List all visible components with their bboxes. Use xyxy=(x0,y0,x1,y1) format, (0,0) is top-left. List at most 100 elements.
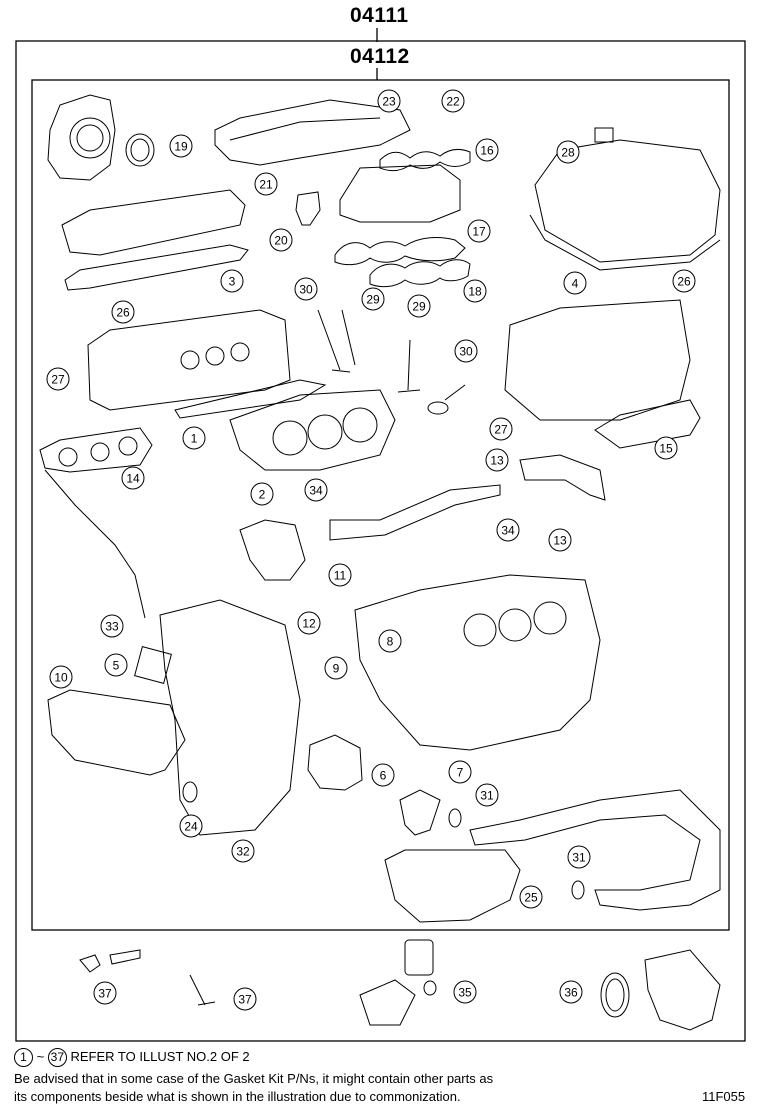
part-drawings xyxy=(39,94,721,1031)
callout-17: 17 xyxy=(467,219,491,243)
callout-number: 31 xyxy=(480,789,494,803)
callout-number: 30 xyxy=(299,283,313,297)
callout-circle xyxy=(407,294,431,318)
callout-7: 7 xyxy=(448,760,472,784)
callout-13: 13 xyxy=(485,448,509,472)
callout-circle xyxy=(231,839,255,863)
callout-33: 33 xyxy=(100,614,124,638)
cylinder-head-left-drawing xyxy=(87,309,291,411)
callout-circle xyxy=(104,653,128,677)
callout-number: 15 xyxy=(659,442,673,456)
callout-24: 24 xyxy=(179,814,203,838)
callout-25: 25 xyxy=(519,885,543,909)
callout-circle xyxy=(654,436,678,460)
callout-1: 1 xyxy=(182,426,206,450)
callout-30: 30 xyxy=(454,339,478,363)
part-18-drawing xyxy=(369,259,471,288)
callout-circle xyxy=(672,269,696,293)
bolt-37-drawing xyxy=(79,954,101,973)
figure-code: 11F055 xyxy=(702,1089,746,1104)
callout-circle xyxy=(454,339,478,363)
callout-circle xyxy=(269,228,293,252)
part-17-drawing xyxy=(334,237,466,266)
callout-number: 27 xyxy=(51,373,65,387)
callout-number: 24 xyxy=(184,820,198,834)
callout-circle xyxy=(121,466,145,490)
callout-number: 23 xyxy=(382,95,396,109)
callout-circle xyxy=(169,134,193,158)
callout-number: 16 xyxy=(480,144,494,158)
inner-kit-frame xyxy=(31,79,730,931)
callout-number: 28 xyxy=(561,146,575,160)
callout-27: 27 xyxy=(489,417,513,441)
callout-number: 25 xyxy=(524,891,538,905)
part-31-drawing xyxy=(448,808,462,828)
timing-cover-drawing xyxy=(159,599,301,836)
callout-26: 26 xyxy=(672,269,696,293)
callout-number: 37 xyxy=(238,993,252,1007)
callout-number: 1 xyxy=(191,432,198,446)
part-4-drawing xyxy=(529,214,721,271)
callout-number: 20 xyxy=(274,234,288,248)
valve-cover-right-drawing xyxy=(534,139,721,263)
callout-number: 3 xyxy=(229,275,236,289)
callout-2: 2 xyxy=(250,482,274,506)
callout-29: 29 xyxy=(407,294,431,318)
callout-number: 2 xyxy=(259,488,266,502)
callout-circle xyxy=(475,783,499,807)
callout-34: 34 xyxy=(496,518,520,542)
callout-number: 13 xyxy=(490,454,504,468)
callout-15: 15 xyxy=(654,436,678,460)
callout-number: 10 xyxy=(54,671,68,685)
callout-26: 26 xyxy=(111,300,135,324)
valve-30-drawing xyxy=(317,309,351,373)
callout-14: 14 xyxy=(121,466,145,490)
part-16-drawing xyxy=(379,148,471,172)
callout-circle xyxy=(250,482,274,506)
callout-37: 37 xyxy=(233,987,257,1011)
callout-number: 30 xyxy=(459,345,473,359)
valve-29-drawing xyxy=(397,339,421,393)
callout-number: 13 xyxy=(553,534,567,548)
oil-pan-drawing xyxy=(384,849,521,923)
callout-circle xyxy=(49,665,73,689)
callout-circle xyxy=(182,426,206,450)
callout-circle xyxy=(179,814,203,838)
callout-circle xyxy=(463,279,487,303)
dipstick-drawing xyxy=(44,469,146,619)
callout-number: 17 xyxy=(472,225,486,239)
callout-circle xyxy=(328,563,352,587)
range-end-marker: 37 xyxy=(47,1048,67,1067)
part-5-drawing xyxy=(134,646,172,684)
part-10-drawing xyxy=(47,689,186,776)
exhaust-pipe-drawing xyxy=(469,789,721,911)
callout-circle xyxy=(46,367,70,391)
callout-27: 27 xyxy=(46,367,70,391)
refer-text: REFER TO ILLUST NO.2 OF 2 xyxy=(70,1048,250,1064)
callout-circle xyxy=(111,300,135,324)
callout-number: 14 xyxy=(126,472,140,486)
callout-circle xyxy=(304,478,328,502)
callout-circle xyxy=(453,980,477,1004)
callout-number: 32 xyxy=(236,845,250,859)
callout-number: 19 xyxy=(174,140,188,154)
outer-kit-frame xyxy=(15,40,746,1042)
callout-circle xyxy=(361,287,385,311)
callout-circle xyxy=(485,448,509,472)
callout-34: 34 xyxy=(304,478,328,502)
note-advisory-line-1: Be advised that in some case of the Gask… xyxy=(14,1071,494,1086)
callout-16: 16 xyxy=(475,138,499,162)
callout-circle xyxy=(93,981,117,1005)
oil-filter-drawing xyxy=(404,939,434,976)
callout-10: 10 xyxy=(49,665,73,689)
callout-4: 4 xyxy=(563,271,587,295)
callout-23: 23 xyxy=(377,89,401,113)
part-35-drawing xyxy=(423,980,437,996)
engine-block-drawing xyxy=(354,574,601,751)
callout-9: 9 xyxy=(324,656,348,680)
callout-circle xyxy=(448,760,472,784)
rear-oil-seal-retainer-drawing xyxy=(644,949,721,1031)
note-reference-line: 1 ~ 37 REFER TO ILLUST NO.2 OF 2 xyxy=(14,1048,250,1067)
